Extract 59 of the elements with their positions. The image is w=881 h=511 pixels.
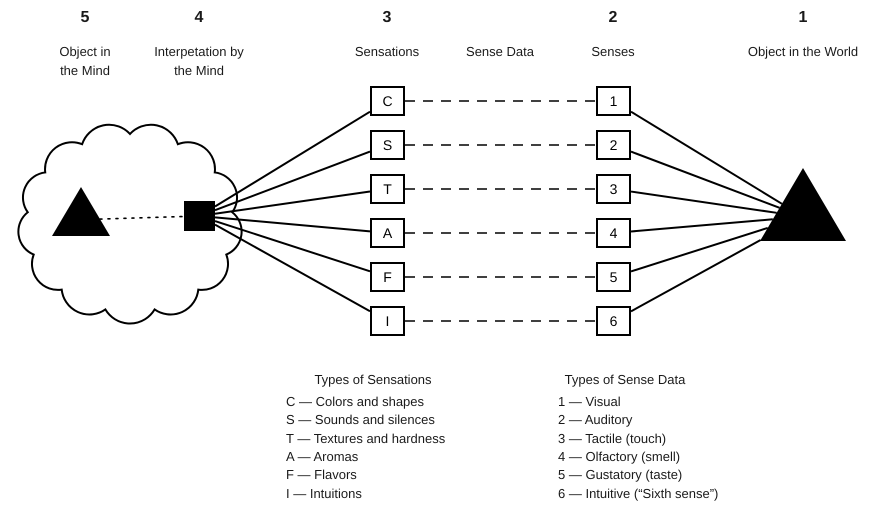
sense-box: 5	[596, 262, 631, 292]
column-heading: Sensations	[354, 43, 420, 61]
dashed-connector	[405, 100, 596, 102]
column-heading: Object in the World	[746, 43, 860, 61]
connector-line	[630, 218, 773, 232]
sense-box: T	[370, 174, 405, 204]
column-number: 1	[798, 8, 808, 27]
legend-item: 4 — Olfactory (smell)	[558, 448, 682, 466]
legend-item: 6 — Intuitive (“Sixth sense”)	[558, 484, 720, 502]
triangle-shape	[760, 168, 846, 241]
connector-line	[214, 150, 370, 212]
column-number: 4	[194, 8, 204, 27]
sense-box: I	[370, 306, 405, 336]
connector-line	[630, 190, 777, 214]
sense-box: S	[370, 130, 405, 160]
column-number: 5	[80, 8, 90, 27]
legend-item: 2 — Auditory	[558, 411, 634, 430]
connector-line	[630, 239, 762, 312]
legend-heading: Types of Sensations	[313, 371, 433, 389]
triangle-shape	[52, 187, 110, 236]
dashed-connector	[405, 276, 596, 278]
sense-box: C	[370, 86, 405, 116]
connector-line	[630, 150, 780, 209]
column-number: 2	[608, 8, 618, 27]
square-shape	[184, 201, 215, 231]
legend-heading: Types of Sense Data	[564, 371, 686, 389]
connector-line	[214, 190, 370, 215]
legend-item: 5 — Gustatory (taste)	[558, 466, 684, 484]
connector-line	[630, 110, 782, 205]
sense-box: 4	[596, 218, 631, 248]
connector-line	[630, 226, 768, 272]
legend-item: C — Colors and shapes	[286, 393, 426, 411]
column-heading: Object in the Mind	[58, 43, 112, 80]
legend-item: 1 — Visual	[558, 393, 622, 411]
legend-item: T — Textures and hardness	[286, 430, 446, 448]
column-heading: Sense Data	[465, 43, 535, 61]
column-heading: Interpetation by the Mind	[153, 43, 245, 80]
sense-box: 6	[596, 306, 631, 336]
legend-item: A — Aromas	[286, 448, 360, 466]
dashed-connector	[99, 216, 185, 220]
dashed-connector	[405, 232, 596, 234]
dashed-connector	[405, 320, 596, 322]
sense-box: 2	[596, 130, 631, 160]
connector-line	[214, 224, 370, 312]
dashed-connector	[405, 188, 596, 190]
sense-box: 1	[596, 86, 631, 116]
legend-item: F — Flavors	[286, 466, 358, 484]
legend-item: I — Intuitions	[286, 484, 363, 502]
connector-line	[214, 216, 370, 232]
connector-line	[214, 220, 370, 272]
legend-item: 3 — Tactile (touch)	[558, 430, 668, 448]
column-number: 3	[382, 8, 392, 27]
connector-line	[214, 110, 371, 208]
sense-box: A	[370, 218, 405, 248]
dashed-connector	[405, 144, 596, 146]
sense-box: 3	[596, 174, 631, 204]
sense-box: F	[370, 262, 405, 292]
column-heading: Senses	[590, 43, 636, 61]
legend-item: S — Sounds and silences	[286, 411, 436, 430]
